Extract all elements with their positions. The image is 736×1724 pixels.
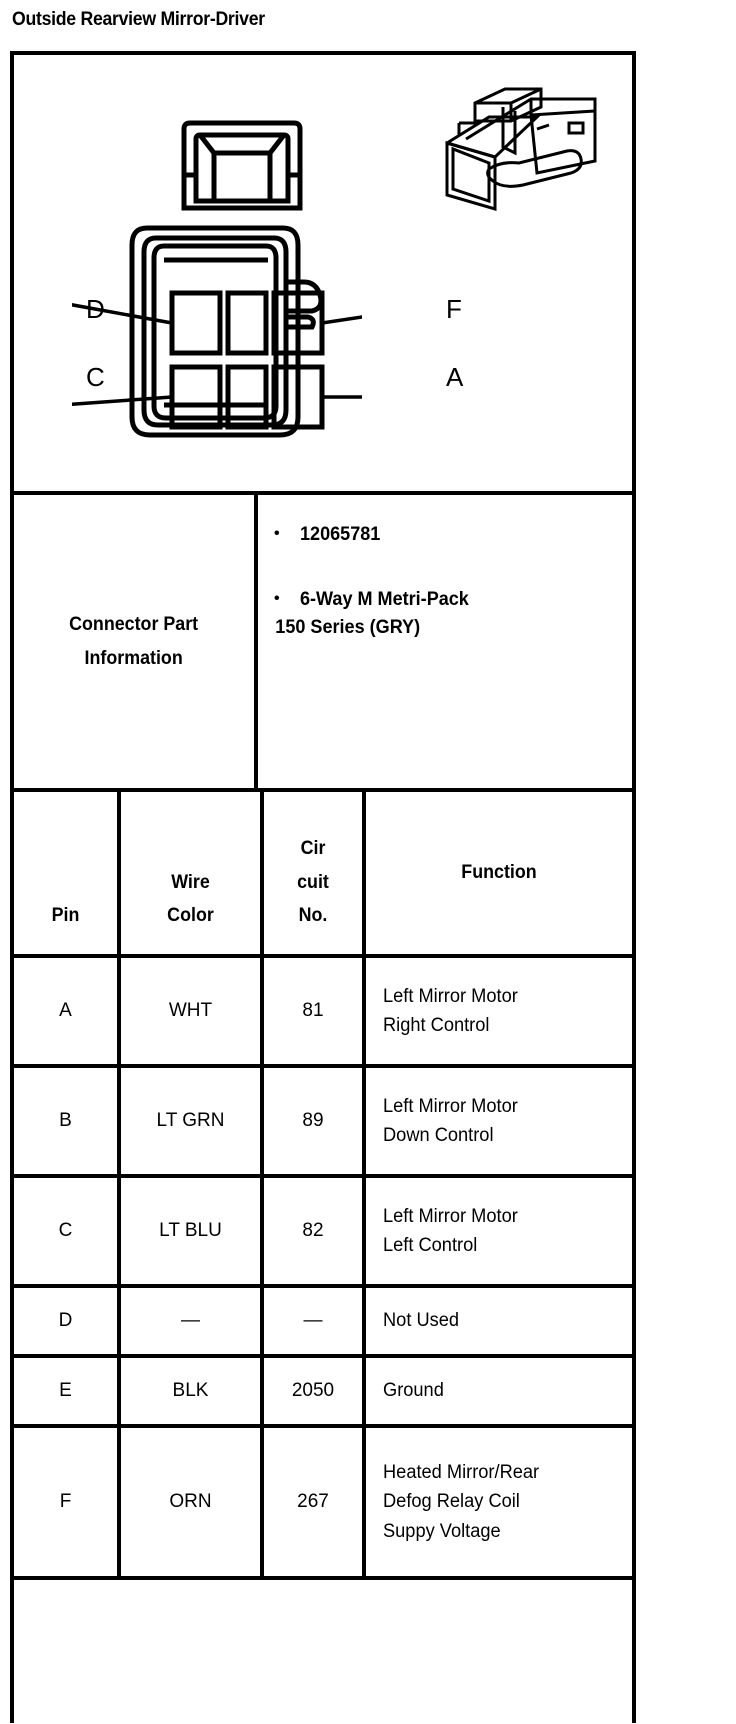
table-row: F ORN 267 Heated Mirror/Rear Defog Relay…: [14, 1426, 632, 1580]
table-row: B LT GRN 89 Left Mirror Motor Down Contr…: [14, 1066, 632, 1178]
connector-part-information-row: Connector Part Information • 12065781 • …: [14, 495, 632, 792]
cell-function: Left Mirror Motor Right Control: [364, 956, 632, 1068]
cell-circuit-no: 89: [262, 1066, 366, 1178]
part-info-bullet-item-1: • 12065781: [274, 521, 632, 550]
cell-pin: B: [14, 1066, 121, 1178]
cell-pin: D: [14, 1286, 121, 1358]
callout-label-d: D: [86, 294, 105, 324]
part-number-value: 12065781: [300, 524, 381, 545]
callout-label-f: F: [446, 294, 462, 324]
cell-pin: C: [14, 1176, 121, 1288]
cell-circuit-no: 267: [262, 1426, 366, 1580]
part-description-line1: 6-Way M Metri-Pack: [300, 588, 469, 610]
part-info-label-line2: Information: [84, 647, 184, 669]
cell-circuit-no: —: [262, 1286, 366, 1358]
column-header-function: Function: [364, 792, 632, 958]
cell-circuit-no: 81: [262, 956, 366, 1068]
cell-function: Heated Mirror/Rear Defog Relay Coil Supp…: [364, 1426, 632, 1580]
table-row: D — — Not Used: [14, 1286, 632, 1358]
cell-wire-color: ORN: [119, 1426, 264, 1580]
connector-part-information-values: • 12065781 • 6-Way M Metri-Pack 150 Seri…: [258, 495, 632, 788]
cell-function: Ground: [364, 1356, 632, 1428]
cell-circuit-no: 82: [262, 1176, 366, 1288]
cell-pin: F: [14, 1426, 121, 1580]
cell-wire-color: LT GRN: [119, 1066, 264, 1178]
column-header-wire-color: Wire Color: [119, 792, 264, 958]
cell-wire-color: WHT: [119, 956, 264, 1068]
connector-face-view-icon: [72, 120, 362, 438]
callout-label-a: A: [446, 362, 464, 392]
part-info-bullet-item-2: • 6-Way M Metri-Pack 150 Series (GRY): [274, 586, 632, 643]
callout-label-c: C: [86, 362, 105, 392]
part-description-line2: 150 Series (GRY): [275, 617, 421, 638]
table-row: C LT BLU 82 Left Mirror Motor Left Contr…: [14, 1176, 632, 1288]
table-row: E BLK 2050 Ground: [14, 1356, 632, 1428]
cell-function: Left Mirror Motor Down Control: [364, 1066, 632, 1178]
column-header-pin: Pin: [14, 792, 121, 958]
bullet-icon: •: [274, 589, 280, 607]
page-title: Outside Rearview Mirror-Driver: [12, 9, 265, 30]
cell-pin: E: [14, 1356, 121, 1428]
cell-function: Left Mirror Motor Left Control: [364, 1176, 632, 1288]
cell-circuit-no: 2050: [262, 1356, 366, 1428]
table-row: A WHT 81 Left Mirror Motor Right Control: [14, 956, 632, 1068]
cell-pin: A: [14, 956, 121, 1068]
cell-wire-color: BLK: [119, 1356, 264, 1428]
bullet-icon: •: [274, 525, 280, 542]
cell-wire-color: —: [119, 1286, 264, 1358]
column-header-circuit-no: Cir cuit No.: [262, 792, 366, 958]
cell-wire-color: LT BLU: [119, 1176, 264, 1288]
table-header-row: Pin Wire Color Cir cuit No. Function: [14, 792, 632, 958]
connector-isometric-view-icon: [445, 87, 597, 211]
cell-function: Not Used: [364, 1286, 632, 1358]
connector-part-information-label: Connector Part Information: [14, 495, 258, 788]
pin-assignment-table: Pin Wire Color Cir cuit No. Function A: [14, 792, 632, 1580]
part-info-label-line1: Connector Part: [69, 614, 199, 636]
document-frame: D F C A Connector Part Information • 120…: [10, 51, 636, 1723]
connector-diagram-panel: D F C A: [14, 55, 632, 495]
